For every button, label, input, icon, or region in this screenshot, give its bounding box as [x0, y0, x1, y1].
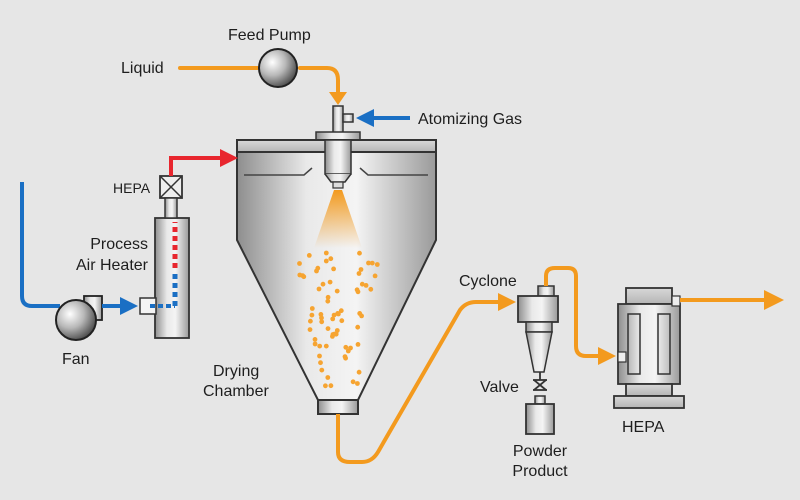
atomizing-gas-label: Atomizing Gas: [418, 111, 522, 128]
droplet: [316, 286, 322, 292]
powder-product-label-line1: Powder: [513, 443, 568, 460]
droplet: [374, 262, 380, 267]
droplet: [372, 273, 378, 279]
droplet: [319, 367, 325, 373]
droplet: [297, 261, 302, 266]
powder-product-label-line2: Product: [512, 463, 568, 480]
droplet: [327, 279, 333, 285]
cyclone-inlet-arrowhead: [498, 293, 516, 311]
droplet: [343, 344, 349, 350]
droplet: [342, 354, 348, 359]
droplet: [339, 318, 345, 324]
droplet: [366, 260, 371, 266]
droplet: [345, 348, 351, 354]
droplet: [325, 294, 331, 300]
droplet: [355, 342, 361, 347]
drying-chamber-label-line1: Drying: [213, 363, 259, 380]
droplet: [354, 287, 360, 293]
cyclone-label: Cyclone: [459, 273, 517, 290]
feed-pump-icon: [258, 48, 298, 88]
droplet-cloud: [297, 250, 380, 389]
cyclone-to-hepa-line: [544, 266, 600, 358]
droplet: [325, 326, 331, 331]
droplet: [319, 319, 325, 325]
droplet: [323, 383, 328, 389]
heater-inlet-arrowhead: [120, 297, 138, 315]
process-air-heater-label-line2: Air Heater: [76, 257, 149, 274]
droplet: [356, 271, 362, 276]
droplet: [333, 331, 339, 337]
droplet: [328, 256, 334, 262]
feed-pump-label: Feed Pump: [228, 27, 311, 44]
cyclone-icon: [517, 285, 559, 373]
droplet: [357, 250, 362, 256]
droplet: [317, 353, 322, 359]
hot-air-arrowhead: [220, 149, 238, 167]
droplet: [323, 258, 329, 264]
droplet: [334, 328, 340, 333]
droplet: [309, 306, 315, 311]
liquid-label: Liquid: [121, 60, 164, 77]
valve-icon: [533, 372, 547, 391]
droplet: [369, 260, 375, 266]
droplet: [307, 327, 313, 332]
droplet: [355, 324, 361, 330]
liquid-feed-line: [178, 66, 340, 94]
hepa-outlet-filter-icon: [613, 287, 685, 409]
droplet: [320, 281, 326, 287]
droplet: [323, 343, 329, 349]
liquid-feed-arrowhead: [329, 92, 347, 105]
droplet: [297, 272, 303, 278]
hepa-inlet-label: HEPA: [113, 180, 151, 196]
droplet: [325, 375, 331, 380]
droplet: [330, 316, 336, 322]
intake-air-line: [20, 182, 60, 308]
droplet: [331, 266, 336, 272]
droplet: [359, 281, 365, 287]
powder-product-container-icon: [525, 395, 555, 435]
valve-label: Valve: [480, 379, 519, 396]
atomizing-gas-arrowhead: [356, 109, 374, 127]
fan-label: Fan: [62, 351, 90, 368]
droplet: [306, 253, 312, 258]
droplet: [319, 315, 324, 321]
hepa-inlet-filter-icon: [159, 175, 183, 219]
droplet: [308, 318, 313, 324]
droplet: [328, 383, 334, 389]
droplet: [368, 286, 374, 292]
fan-icon: [55, 295, 103, 341]
droplet: [338, 308, 344, 314]
droplet: [356, 369, 362, 375]
droplet: [363, 283, 369, 288]
drying-chamber-icon: [236, 139, 437, 415]
process-air-heater-label-line1: Process: [90, 236, 148, 253]
hepa-inlet-arrowhead: [598, 347, 616, 365]
droplet: [325, 298, 331, 304]
spray-cone: [314, 190, 362, 248]
droplet: [359, 313, 364, 319]
droplet: [312, 341, 318, 347]
chamber-to-cyclone-duct: [336, 300, 500, 464]
droplet: [318, 360, 323, 366]
droplet: [309, 312, 315, 318]
droplet: [335, 311, 341, 316]
droplet: [317, 343, 323, 349]
droplet: [358, 267, 364, 272]
atomizer-nozzle-icon: [315, 105, 361, 141]
hot-air-line: [169, 156, 222, 176]
droplet: [334, 288, 340, 294]
droplet: [312, 337, 318, 342]
droplet: [323, 250, 329, 256]
drying-chamber-label-line2: Chamber: [203, 383, 269, 400]
droplet: [314, 268, 319, 274]
exhaust-arrowhead: [764, 290, 784, 310]
droplet: [350, 379, 356, 385]
hepa-outlet-label: HEPA: [622, 419, 665, 436]
droplet: [331, 312, 337, 318]
droplet: [355, 381, 360, 386]
